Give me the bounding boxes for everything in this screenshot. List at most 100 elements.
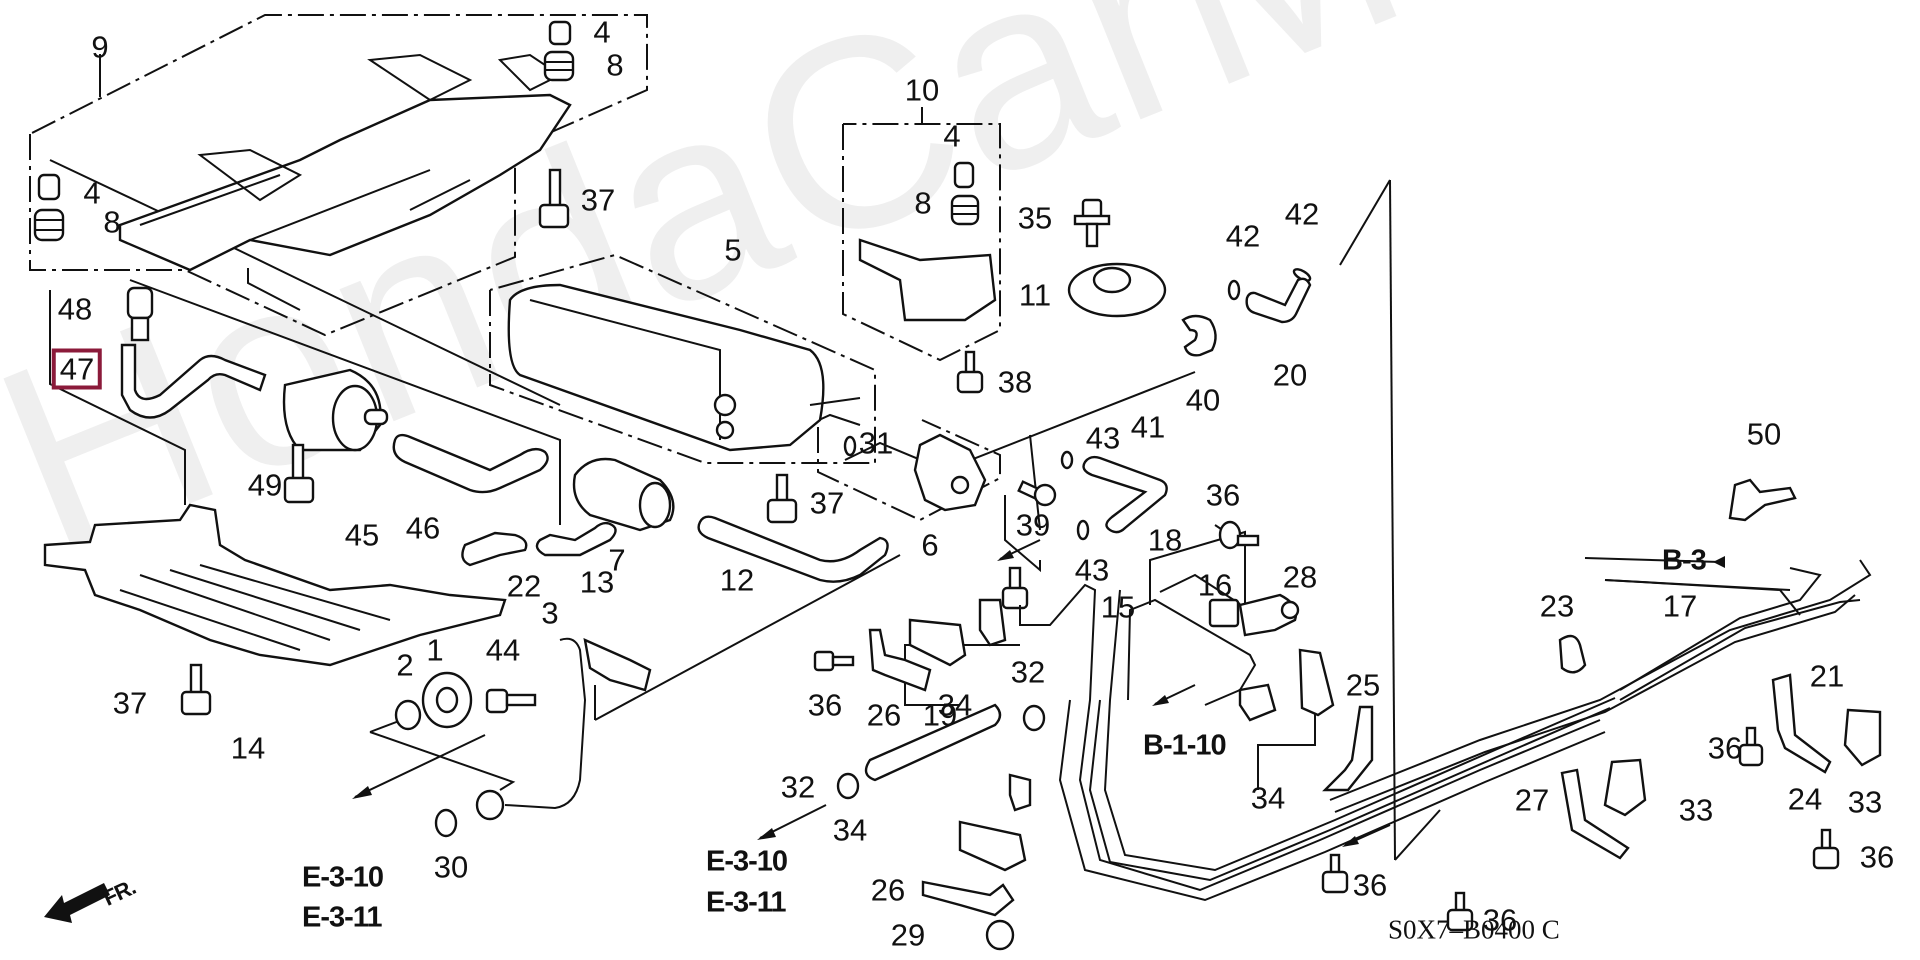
callout-part-6[interactable]: 6 [921, 527, 939, 563]
callout-part-34[interactable]: 34 [832, 812, 868, 848]
part-bolt-36e[interactable] [1812, 828, 1840, 870]
callout-part-36[interactable]: 36 [1859, 839, 1895, 875]
callout-part-35[interactable]: 35 [1017, 200, 1053, 236]
callout-part-26[interactable]: 26 [870, 872, 906, 908]
part-nut-30[interactable] [434, 808, 458, 838]
part-bracket-26b[interactable] [921, 880, 1015, 917]
part-purge-valve-6[interactable] [913, 433, 987, 512]
callout-part-32[interactable]: 32 [780, 769, 816, 805]
part-bracket-24[interactable] [1771, 673, 1832, 774]
part-bolt-36g[interactable] [1446, 891, 1474, 932]
part-hose-20[interactable] [1245, 277, 1312, 324]
part-bolt-49[interactable] [283, 443, 315, 504]
callout-part-7[interactable]: 7 [608, 542, 626, 578]
callout-part-18[interactable]: 18 [1147, 522, 1183, 558]
part-clip-43a[interactable] [1060, 450, 1074, 470]
part-pipes-15[interactable] [1019, 583, 1616, 902]
callout-part-8[interactable]: 8 [103, 204, 121, 240]
callout-part-37[interactable]: 37 [580, 182, 616, 218]
callout-part-28[interactable]: 28 [1282, 559, 1318, 595]
callout-part-49[interactable]: 49 [247, 467, 283, 503]
part-holder-33a[interactable] [1603, 758, 1647, 817]
callout-part-50[interactable]: 50 [1746, 416, 1782, 452]
callout-part-24[interactable]: 24 [1787, 781, 1823, 817]
callout-part-38[interactable]: 38 [997, 364, 1033, 400]
callout-part-1[interactable]: 1 [426, 632, 444, 668]
callout-part-31[interactable]: 31 [858, 425, 894, 461]
callout-part-36[interactable]: 36 [1352, 867, 1388, 903]
callout-part-10[interactable]: 10 [904, 72, 940, 108]
callout-part-27[interactable]: 27 [1514, 782, 1550, 818]
part-hose-46[interactable] [392, 433, 549, 494]
callout-part-16[interactable]: 16 [1197, 567, 1233, 603]
callout-part-36[interactable]: 36 [1482, 902, 1518, 938]
callout-part-33[interactable]: 33 [1847, 784, 1883, 820]
callout-part-46[interactable]: 46 [405, 510, 441, 546]
part-vent-tube-19[interactable] [864, 703, 1002, 782]
callout-part-39[interactable]: 39 [1015, 507, 1051, 543]
callout-part-40[interactable]: 40 [1185, 382, 1221, 418]
reference-link-b-3[interactable]: B-3 [1662, 544, 1707, 577]
part-bracket-26a[interactable] [868, 628, 932, 692]
callout-part-14[interactable]: 14 [230, 730, 266, 766]
part-nut-2[interactable] [394, 699, 422, 731]
part-bolt-35[interactable] [1073, 198, 1111, 248]
part-cushion-8a[interactable] [543, 50, 575, 82]
callout-part-37[interactable]: 37 [809, 485, 845, 521]
callout-part-23[interactable]: 23 [1539, 588, 1575, 624]
part-bolt-38[interactable] [956, 350, 984, 394]
part-nut-30-hose-end[interactable] [475, 789, 505, 821]
callout-part-29[interactable]: 29 [890, 917, 926, 953]
part-bracket-25[interactable] [1322, 705, 1374, 792]
part-canister-5[interactable] [507, 283, 861, 452]
callout-part-42[interactable]: 42 [1225, 218, 1261, 254]
callout-part-36[interactable]: 36 [1205, 477, 1241, 513]
part-bolt-36c-top[interactable] [1218, 520, 1260, 550]
callout-part-19[interactable]: 19 [922, 697, 958, 733]
callout-part-4[interactable]: 4 [83, 175, 101, 211]
reference-link-e-3-10[interactable]: E-3-10 [706, 845, 788, 878]
part-joint-22[interactable] [461, 531, 528, 567]
part-hose-40[interactable] [1181, 314, 1217, 357]
part-holder-34b[interactable] [958, 773, 1032, 872]
part-cushion-8c[interactable] [950, 194, 980, 226]
callout-part-11[interactable]: 11 [1018, 277, 1052, 313]
part-bolt-39[interactable] [1017, 480, 1057, 507]
part-grommet-4a[interactable] [548, 20, 572, 46]
part-protector-14[interactable] [43, 503, 507, 667]
part-two-way-valve-11[interactable] [1067, 262, 1167, 318]
part-grommet-4b[interactable] [37, 173, 61, 201]
callout-part-45[interactable]: 45 [344, 517, 380, 553]
callout-part-32[interactable]: 32 [1010, 654, 1046, 690]
part-nut-29[interactable] [985, 919, 1015, 951]
part-grommet-4c[interactable] [953, 161, 975, 189]
part-holder-33b[interactable] [1843, 708, 1882, 767]
part-clamp-28[interactable] [1238, 593, 1300, 637]
callout-part-34[interactable]: 34 [937, 687, 973, 723]
callout-part-30[interactable]: 30 [433, 849, 469, 885]
callout-part-12[interactable]: 12 [719, 562, 755, 598]
part-bolt-36a[interactable] [813, 650, 855, 672]
callout-part-8[interactable]: 8 [606, 47, 624, 83]
callout-part-36[interactable]: 36 [807, 687, 843, 723]
callout-part-25[interactable]: 25 [1345, 667, 1381, 703]
callout-part-47[interactable]: 47 [51, 348, 103, 390]
callout-part-17[interactable]: 17 [1662, 588, 1698, 624]
callout-part-36[interactable]: 36 [1707, 730, 1743, 766]
part-tank-frame-9[interactable] [118, 53, 572, 272]
part-bolt-37c[interactable] [180, 663, 212, 716]
callout-part-43[interactable]: 43 [1085, 420, 1121, 456]
callout-part-44[interactable]: 44 [485, 632, 521, 668]
callout-part-15[interactable]: 15 [1100, 589, 1136, 625]
part-clip-32b[interactable] [836, 772, 860, 800]
reference-link-e-3-10[interactable]: E-3-10 [302, 861, 384, 894]
part-pipe-3[interactable] [504, 637, 652, 810]
part-hose-47[interactable] [120, 343, 267, 419]
callout-part-3[interactable]: 3 [541, 595, 559, 631]
part-pipes-17[interactable] [1329, 559, 1872, 813]
part-clip-42a[interactable] [1227, 279, 1241, 301]
callout-part-33[interactable]: 33 [1678, 792, 1714, 828]
part-connector-48[interactable] [126, 286, 154, 342]
callout-part-26[interactable]: 26 [866, 697, 902, 733]
reference-link-b-1-10[interactable]: B-1-10 [1143, 729, 1227, 762]
